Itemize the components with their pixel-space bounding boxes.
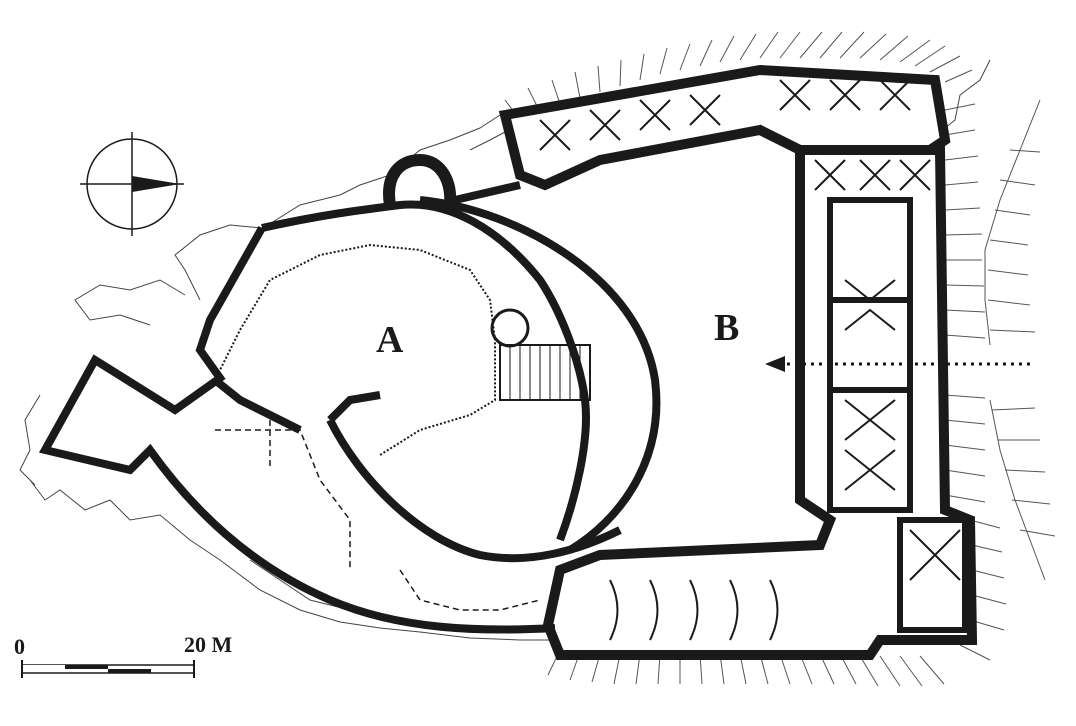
- palace-wings: [498, 64, 978, 660]
- scale-bar-icon: [21, 660, 195, 678]
- courtyard-a-label: A: [376, 319, 404, 361]
- inner-keep: [212, 196, 661, 611]
- dotted-arrow-icon: [765, 356, 1030, 372]
- compass-rose-icon: [80, 132, 184, 236]
- slope-hatching: [504, 31, 1056, 687]
- outer-curtain-wall: [38, 153, 590, 634]
- scale-end-label: 20 M: [184, 632, 233, 657]
- vault-pattern: [539, 79, 961, 641]
- courtyard-b-label: B: [714, 307, 740, 349]
- scale-start-label: 0: [14, 634, 25, 659]
